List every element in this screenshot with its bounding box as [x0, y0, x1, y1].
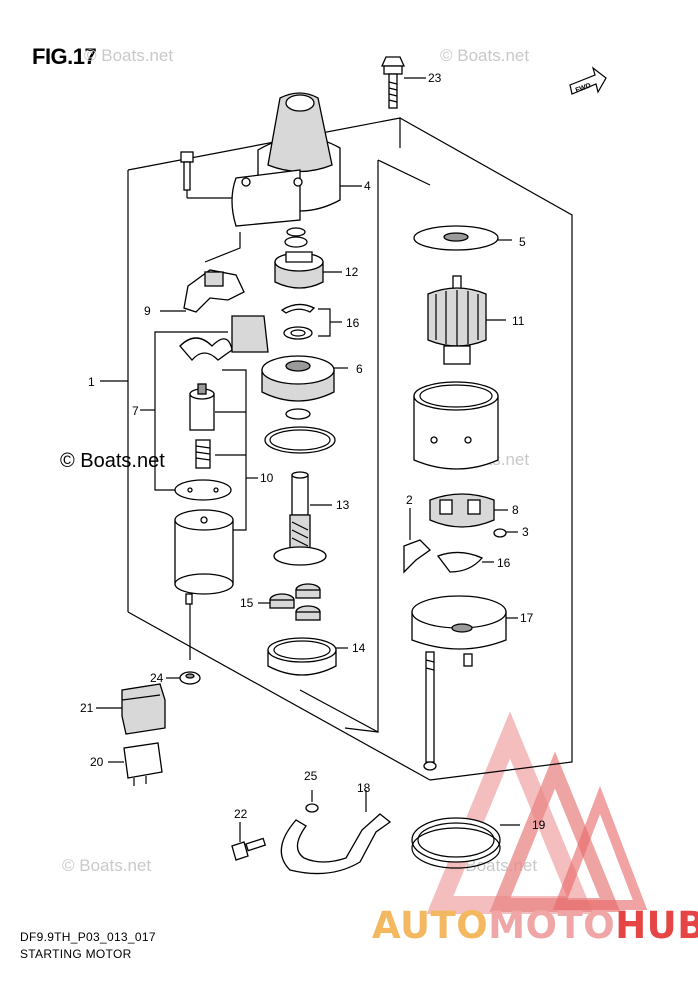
callout-10: 10 — [260, 471, 274, 485]
bracket-bolt — [180, 151, 241, 199]
figure-code: DF9.9TH_P03_013_017 — [20, 930, 156, 944]
assembly-frame — [127, 117, 573, 781]
callout-18: 18 — [357, 781, 371, 795]
fwd-arrow-icon: FWD — [569, 66, 607, 95]
callout-20: 20 — [90, 755, 104, 769]
part-13-shaft — [273, 471, 332, 566]
part-18-strap-bracket — [280, 790, 392, 875]
brand-part-hub: HUB — [615, 904, 698, 947]
callout-2: 2 — [406, 493, 413, 507]
part-17-end-cover — [411, 595, 518, 650]
figure-name: STARTING MOTOR — [20, 947, 132, 961]
part-6-end-cap — [261, 355, 348, 402]
callout-8: 8 — [512, 503, 519, 517]
callout-22: 22 — [234, 807, 248, 821]
callout-4: 4 — [364, 179, 371, 193]
part-11-armature — [427, 275, 506, 365]
watermark-main: © Boats.net — [60, 450, 165, 472]
watermark-top-right: © Boats.net — [440, 46, 530, 65]
part-20-relay — [108, 742, 163, 786]
callout-5: 5 — [519, 235, 526, 249]
solenoid-parts — [174, 315, 269, 501]
callout-24: 24 — [150, 671, 164, 685]
part-23-bolt — [380, 56, 426, 109]
callout-25: 25 — [304, 769, 318, 783]
callout-16-top: 16 — [346, 316, 360, 330]
callout-9: 9 — [144, 304, 151, 318]
callout-14: 14 — [352, 641, 366, 655]
figure-title: FIG.17 — [32, 44, 97, 69]
brand-part-auto: AUTO — [372, 904, 489, 947]
callout-11: 11 — [512, 314, 525, 328]
part-16-clip-lower — [436, 551, 494, 573]
part-14-ring-gear — [267, 637, 348, 676]
part-15-planet-gears — [258, 583, 321, 621]
part-5-plate — [413, 225, 512, 251]
callout-19: 19 — [532, 818, 546, 832]
part-12-pinion — [274, 227, 342, 289]
callout-15: 15 — [240, 596, 254, 610]
callout-labels: 1 2 3 4 5 6 7 8 9 10 11 12 13 14 15 16 1… — [80, 71, 546, 832]
brand-part-moto: MOTO — [488, 904, 616, 947]
part-3-nut — [493, 528, 518, 538]
callout-6: 6 — [356, 362, 363, 376]
motor-yoke — [413, 381, 499, 470]
callout-17: 17 — [520, 611, 534, 625]
part-16-clips-top — [280, 303, 342, 340]
part-9-brush-plate — [160, 269, 245, 313]
callout-3: 3 — [522, 525, 529, 539]
part-19-band — [411, 817, 520, 869]
solenoid-bracket-lines — [100, 331, 258, 531]
seal-gasket — [264, 408, 336, 454]
callout-1: 1 — [88, 375, 95, 389]
callout-12: 12 — [345, 265, 359, 279]
starter-motor-body — [174, 509, 234, 660]
part-2-brush — [403, 508, 432, 574]
part-21-relay — [96, 683, 166, 735]
callout-16-lower: 16 — [497, 556, 511, 570]
watermark-bottom-left: © Boats.net — [62, 856, 152, 875]
brand-logo-text: AUTOMOTOHUB — [372, 904, 698, 947]
callout-13: 13 — [336, 498, 350, 512]
part-25-washer — [305, 790, 319, 813]
callout-21: 21 — [80, 701, 94, 715]
part-4-upper-housing — [231, 92, 362, 227]
part-22-bolt — [231, 822, 267, 861]
callout-23: 23 — [428, 71, 442, 85]
part-24-nut — [166, 671, 201, 685]
watermark-top-left: © Boats.net — [84, 46, 174, 65]
callout-7: 7 — [132, 404, 139, 418]
through-bolt — [423, 651, 473, 771]
part-8-brush-holder — [429, 493, 508, 528]
